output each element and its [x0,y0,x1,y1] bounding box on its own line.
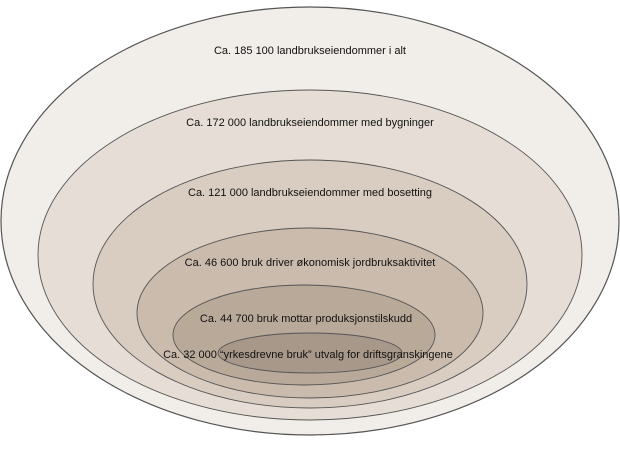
level-label-1: Ca. 185 100 landbrukseiendommer i alt [214,45,406,57]
level-label-4: Ca. 46 600 bruk driver økonomisk jordbru… [185,257,436,269]
level-label-6: Ca. 32 000 “yrkesdrevne bruk” utvalg for… [163,349,453,361]
level-ellipse-6 [217,332,403,374]
level-label-5: Ca. 44 700 bruk mottar produksjonstilsku… [200,313,412,325]
level-label-3: Ca. 121 000 landbrukseiendommer med bose… [188,187,432,199]
level-label-2: Ca. 172 000 landbrukseiendommer med bygn… [186,117,434,129]
